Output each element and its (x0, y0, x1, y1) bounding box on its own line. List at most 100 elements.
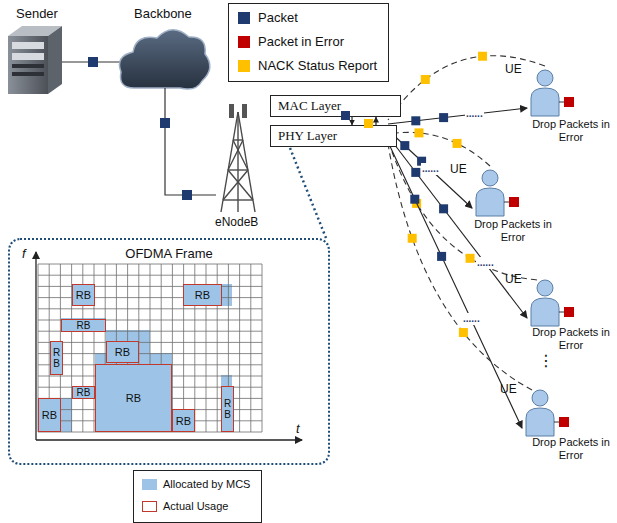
ue-body (531, 298, 559, 326)
resource-block: RB (61, 319, 106, 332)
ue-group (388, 52, 574, 436)
packet (411, 168, 420, 177)
label-holder: ...... (476, 257, 495, 269)
label-holder: NACK Status Report (258, 58, 377, 74)
legend-text: Packet in Error (258, 34, 344, 50)
resource-block: RB (72, 284, 95, 306)
grid-line (239, 264, 240, 432)
wire (165, 88, 216, 195)
packet (182, 190, 192, 200)
node-caption: Sender (16, 6, 58, 21)
packet (410, 195, 419, 204)
server-slot (12, 64, 44, 68)
label-holder: Drop Packets in Error (470, 218, 556, 244)
rb-label: RB (42, 409, 57, 421)
drop-note: Drop Packets in Error (470, 218, 556, 244)
nack-path (388, 132, 490, 166)
allocated-area (95, 353, 172, 432)
server-bay (12, 42, 44, 49)
drop-note: Drop Packets in Error (528, 118, 614, 144)
label-holder: Sender (16, 6, 58, 21)
ue-label: UE (500, 382, 517, 396)
nack-report (459, 328, 468, 337)
time-axis (36, 439, 302, 440)
resource-block: RB (183, 284, 222, 306)
tower-leg (221, 112, 238, 212)
backbone-cloud (120, 30, 210, 89)
legend-swatch (142, 501, 157, 512)
server-bay (12, 53, 44, 60)
grid-line (38, 275, 262, 276)
rb-label: RB (195, 289, 210, 301)
ue-body (531, 88, 559, 116)
mac-layer-box: MAC Layer (270, 95, 401, 117)
drop-note: Drop Packets in Error (528, 326, 614, 352)
legend-frame (134, 471, 262, 523)
rb-label: R B (51, 347, 62, 369)
ue-head (537, 70, 553, 86)
drop-line (554, 422, 559, 423)
tower-brace (233, 139, 243, 140)
label-holder: eNodeB (215, 215, 258, 229)
rb-label: RB (77, 320, 91, 331)
label-holder: ...... (465, 108, 484, 120)
ue-body (476, 188, 504, 216)
server-side (48, 26, 62, 94)
nack-path (388, 144, 532, 390)
grid-line (38, 353, 262, 354)
label-holder: UE (450, 162, 467, 176)
legend-swatch (238, 36, 250, 48)
frequency-axis (35, 252, 36, 440)
antenna (229, 104, 234, 118)
grid-line (172, 264, 173, 432)
label-holder: UE (505, 62, 522, 76)
station-label: eNodeB (215, 215, 258, 229)
grid-line (38, 308, 262, 309)
tower-brace (228, 169, 248, 170)
tower-brace (228, 170, 253, 200)
resource-block: RB (95, 364, 172, 432)
ofdma-grid (38, 264, 262, 432)
packet (160, 118, 170, 128)
error-packet (559, 417, 569, 427)
server-icon (8, 26, 62, 94)
label-holder: f (22, 246, 26, 261)
legend-swatch (238, 60, 250, 72)
antenna (242, 104, 247, 118)
resource-block: R B (221, 386, 234, 432)
axis-label: t (296, 421, 300, 436)
label-holder: UE (500, 382, 517, 396)
nack-path (388, 140, 537, 280)
tower-leg (237, 112, 238, 212)
label-holder: Packet (258, 10, 298, 26)
downlink-arrow (388, 142, 522, 428)
label-holder: Packet in Error (258, 34, 344, 50)
label-holder: Drop Packets in Error (528, 118, 614, 144)
nack-report (453, 139, 462, 148)
rb-label: R B (222, 398, 233, 420)
server-front (8, 36, 48, 94)
error-packet (509, 197, 519, 207)
label-holder: ⋮ (538, 352, 554, 370)
layer-label: MAC Layer (271, 98, 341, 114)
resource-block: RB (106, 341, 139, 363)
ellipsis: ...... (465, 108, 484, 120)
legend-text: Actual Usage (163, 499, 228, 513)
label-holder: Backbone (134, 6, 192, 21)
legend-text: NACK Status Report (258, 58, 377, 74)
nack-report (421, 75, 430, 84)
ue-label: UE (505, 272, 522, 286)
rb-label: RB (126, 392, 141, 404)
nack-report (466, 254, 475, 263)
label-holder: Allocated by MCS (163, 477, 250, 491)
nack-report (414, 128, 423, 137)
ellipsis: ...... (476, 257, 495, 269)
ellipsis: ...... (421, 163, 440, 175)
tower-leg (238, 112, 255, 212)
packet (439, 113, 448, 122)
label-holder: Drop Packets in Error (528, 436, 614, 462)
